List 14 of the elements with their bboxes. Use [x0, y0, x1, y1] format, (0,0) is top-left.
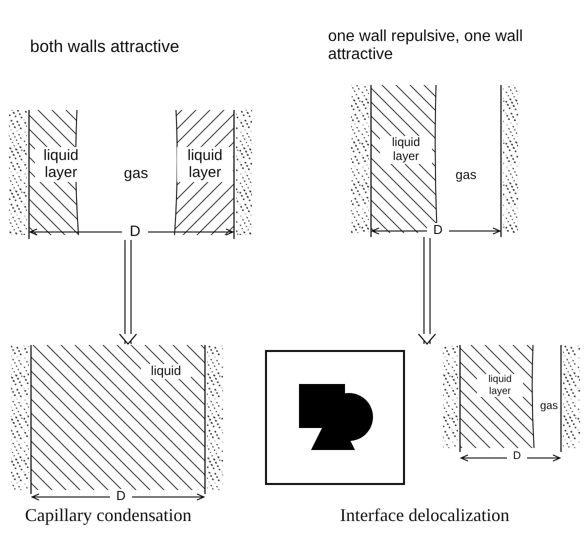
panel-caption: Capillary condensation: [25, 505, 192, 526]
panel-heading: both walls attractive: [30, 37, 180, 57]
double-arrow: [118, 239, 138, 345]
dimension-label: D: [427, 223, 449, 238]
region-label: liquid layer: [380, 136, 432, 164]
dimension-label: D: [122, 223, 148, 240]
region-label: liquid layer: [177, 147, 233, 182]
region-label: liquid layer: [477, 374, 523, 397]
region-label: gas: [539, 400, 559, 413]
panel-heading: one wall repulsive, one wall attractive: [328, 28, 524, 65]
double-arrow: [418, 237, 436, 345]
region-label: gas: [454, 168, 478, 183]
region-label: liquid: [141, 364, 191, 379]
panel-caption: Interface delocalization: [340, 505, 510, 526]
